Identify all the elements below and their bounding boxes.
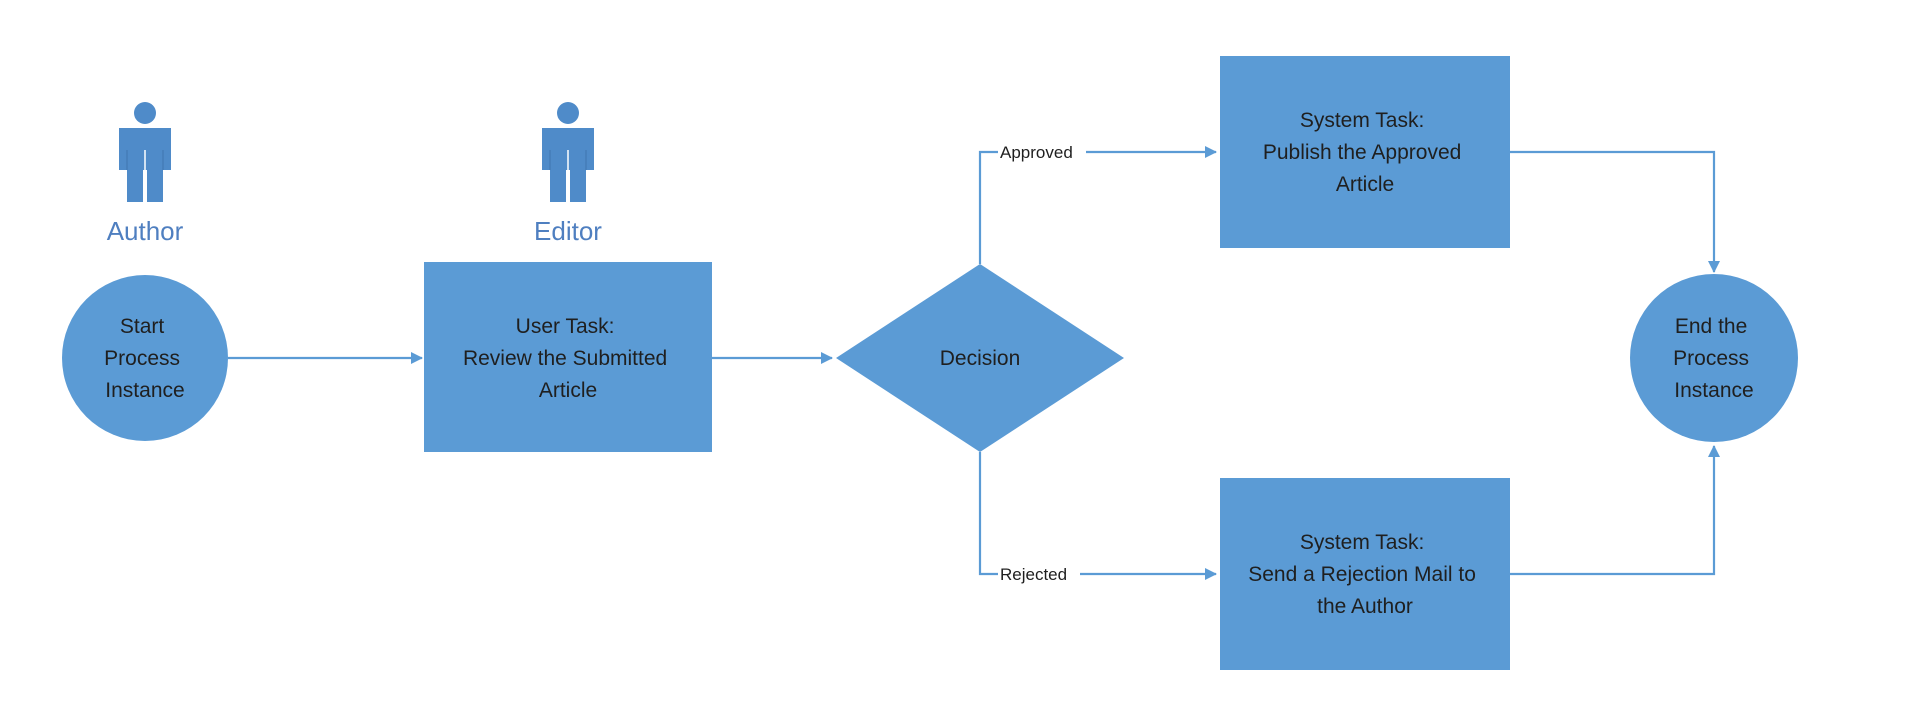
person-icon — [119, 102, 171, 202]
edge-decision-to-publish — [978, 146, 1217, 264]
editor-label: Editor — [534, 216, 602, 246]
edge-decision-to-reject — [978, 452, 1217, 580]
review-user-task: User Task: Review the Submitted Article — [424, 262, 712, 452]
review-user-task-text: User Task: Review the Submitted Article — [463, 315, 673, 402]
end-event: End the Process Instance — [1630, 274, 1798, 442]
editor-role: Editor — [534, 102, 602, 246]
start-event: Start Process Instance — [62, 275, 228, 441]
rejection-system-task: System Task: Send a Rejection Mail to th… — [1220, 478, 1510, 670]
author-label: Author — [107, 216, 184, 246]
rejection-system-task-text: System Task: Send a Rejection Mail to th… — [1248, 531, 1481, 618]
connectors — [228, 146, 1720, 580]
end-event-text: End the Process Instance — [1673, 315, 1755, 402]
edge-label-approved: Approved — [998, 140, 1086, 162]
edge-reject-to-end — [1510, 445, 1720, 576]
edge-label-approved-text: Approved — [1000, 143, 1073, 162]
person-icon — [542, 102, 594, 202]
decision-gateway-text: Decision — [940, 347, 1021, 370]
decision-gateway: Decision — [836, 264, 1124, 452]
author-role: Author — [107, 102, 184, 246]
edge-publish-to-end — [1510, 150, 1720, 273]
edge-label-rejected: Rejected — [998, 562, 1080, 584]
edge-label-rejected-text: Rejected — [1000, 565, 1067, 584]
start-event-text: Start Process Instance — [104, 315, 186, 402]
publish-system-task: System Task: Publish the Approved Articl… — [1220, 56, 1510, 248]
publish-system-task-text: System Task: Publish the Approved Articl… — [1263, 109, 1467, 196]
